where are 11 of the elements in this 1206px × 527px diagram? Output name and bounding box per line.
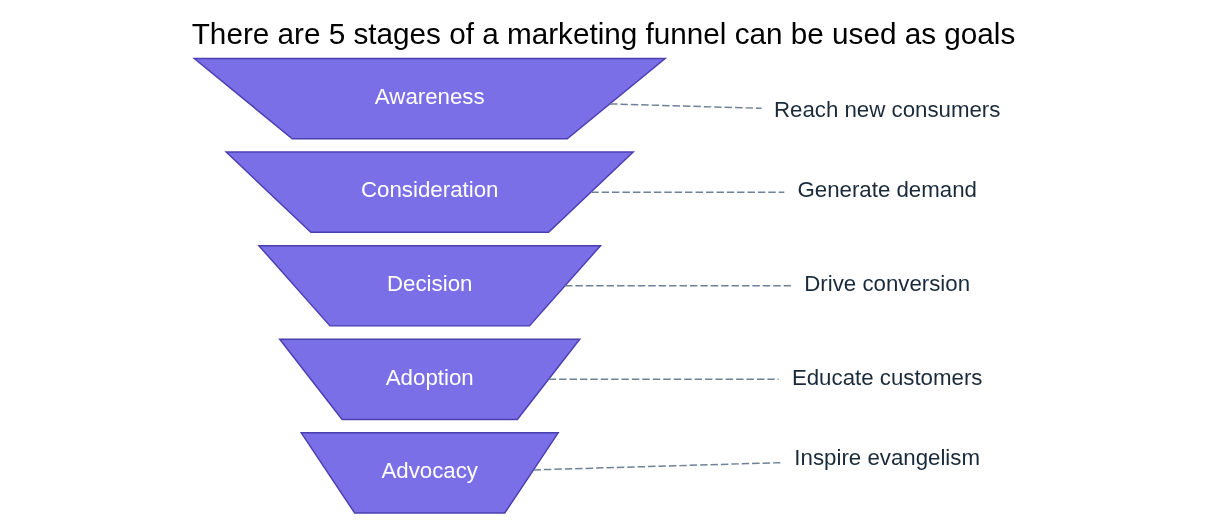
connector bbox=[608, 103, 762, 110]
diagram-title: There are 5 stages of a marketing funnel can be used as goals bbox=[191, 16, 1015, 50]
node-text: Reach new consumers bbox=[773, 97, 1000, 123]
connector bbox=[547, 378, 779, 381]
node-text: Inspire evangelism bbox=[793, 444, 980, 470]
connector bbox=[532, 461, 783, 471]
node-text: Educate customers bbox=[791, 364, 982, 390]
node-text: Generate demand bbox=[796, 177, 977, 203]
connector bbox=[563, 285, 792, 287]
node-text: Drive conversion bbox=[803, 270, 970, 296]
connector bbox=[590, 191, 785, 193]
